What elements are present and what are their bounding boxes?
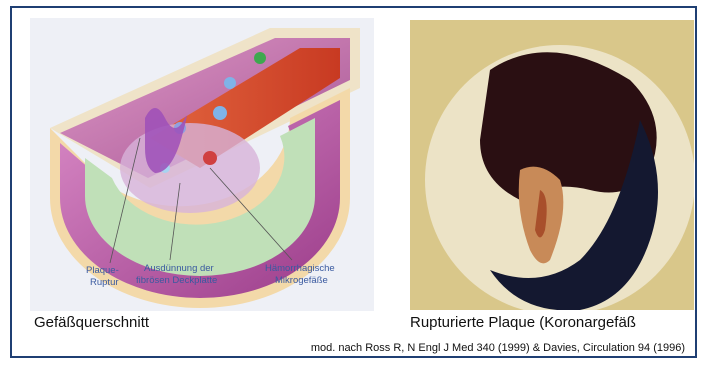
label-thinning-1: Ausdünnung der [144, 263, 214, 274]
photo-svg [410, 20, 694, 310]
label-plaque-2: Ruptur [90, 277, 119, 288]
cell [213, 106, 227, 120]
right-caption: Rupturierte Plaque (Koronargefäß [410, 314, 636, 331]
label-thinning-2: fibrösen Deckplatte [136, 275, 217, 286]
cell [254, 52, 266, 64]
left-caption: Gefäßquerschnitt [34, 314, 149, 331]
label-plaque-1: Plaque- [86, 265, 119, 276]
label-hemorrhagic-2: Mikrogefäße [275, 275, 328, 286]
vessel-cross-section-illustration: Plaque- Ruptur Ausdünnung der fibrösen D… [30, 18, 374, 311]
cell [224, 77, 236, 89]
figure-frame: Plaque- Ruptur Ausdünnung der fibrösen D… [10, 6, 697, 358]
reference-citation: mod. nach Ross R, N Engl J Med 340 (1999… [311, 342, 685, 354]
vessel-illustration-svg: Plaque- Ruptur Ausdünnung der fibrösen D… [30, 18, 374, 311]
plaque-core [120, 123, 260, 213]
cell [203, 151, 217, 165]
ruptured-plaque-photo [410, 20, 694, 310]
label-hemorrhagic-1: Hämorrhagische [265, 263, 335, 274]
